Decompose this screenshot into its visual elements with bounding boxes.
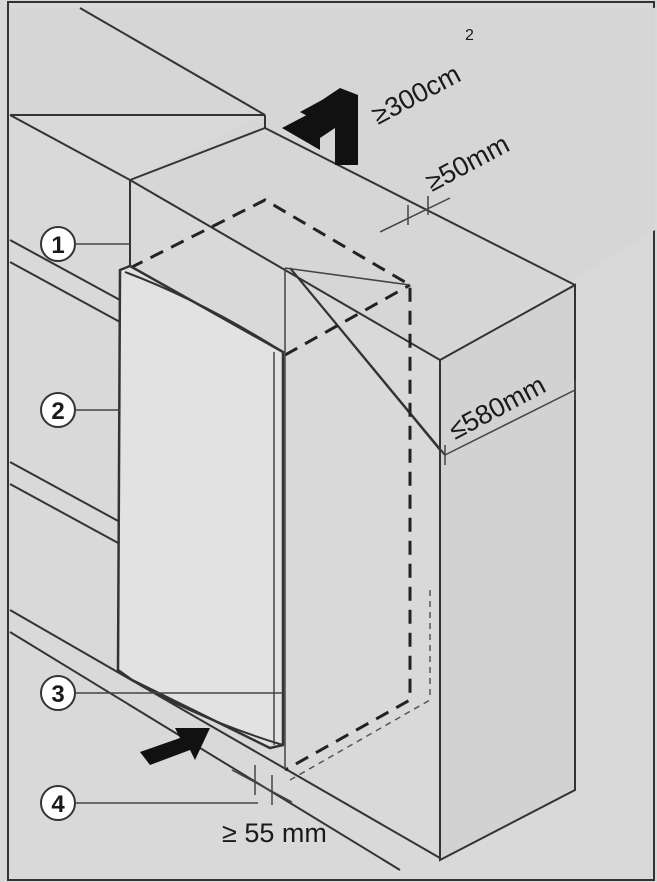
callout-4: 4 — [40, 785, 258, 821]
front-gap-dimension — [231, 765, 293, 805]
cabinet-depth-dimension — [444, 380, 576, 465]
rear-gap-dimension — [379, 196, 451, 233]
front-gap-text: ≥ 55 mm — [222, 818, 327, 848]
left-wall — [9, 114, 441, 871]
callout-4-number: 4 — [51, 791, 65, 818]
airflow-out-arrow-icon — [282, 88, 358, 165]
diagram-frame — [7, 1, 655, 881]
upper-cabinet — [10, 7, 655, 360]
callout-1: 1 — [40, 226, 130, 262]
callout-3: 3 — [40, 675, 283, 711]
callout-2-number: 2 — [51, 398, 64, 425]
appliance-door — [116, 264, 285, 750]
ventilation-area-exponent: 2 — [465, 27, 474, 44]
callout-1-number: 1 — [51, 232, 64, 259]
appliance-niche-outline — [129, 198, 431, 781]
tall-cabinet — [129, 127, 576, 862]
callout-3-number: 3 — [51, 681, 64, 708]
airflow-in-arrow-icon — [140, 728, 210, 765]
callout-2: 2 — [40, 392, 120, 428]
